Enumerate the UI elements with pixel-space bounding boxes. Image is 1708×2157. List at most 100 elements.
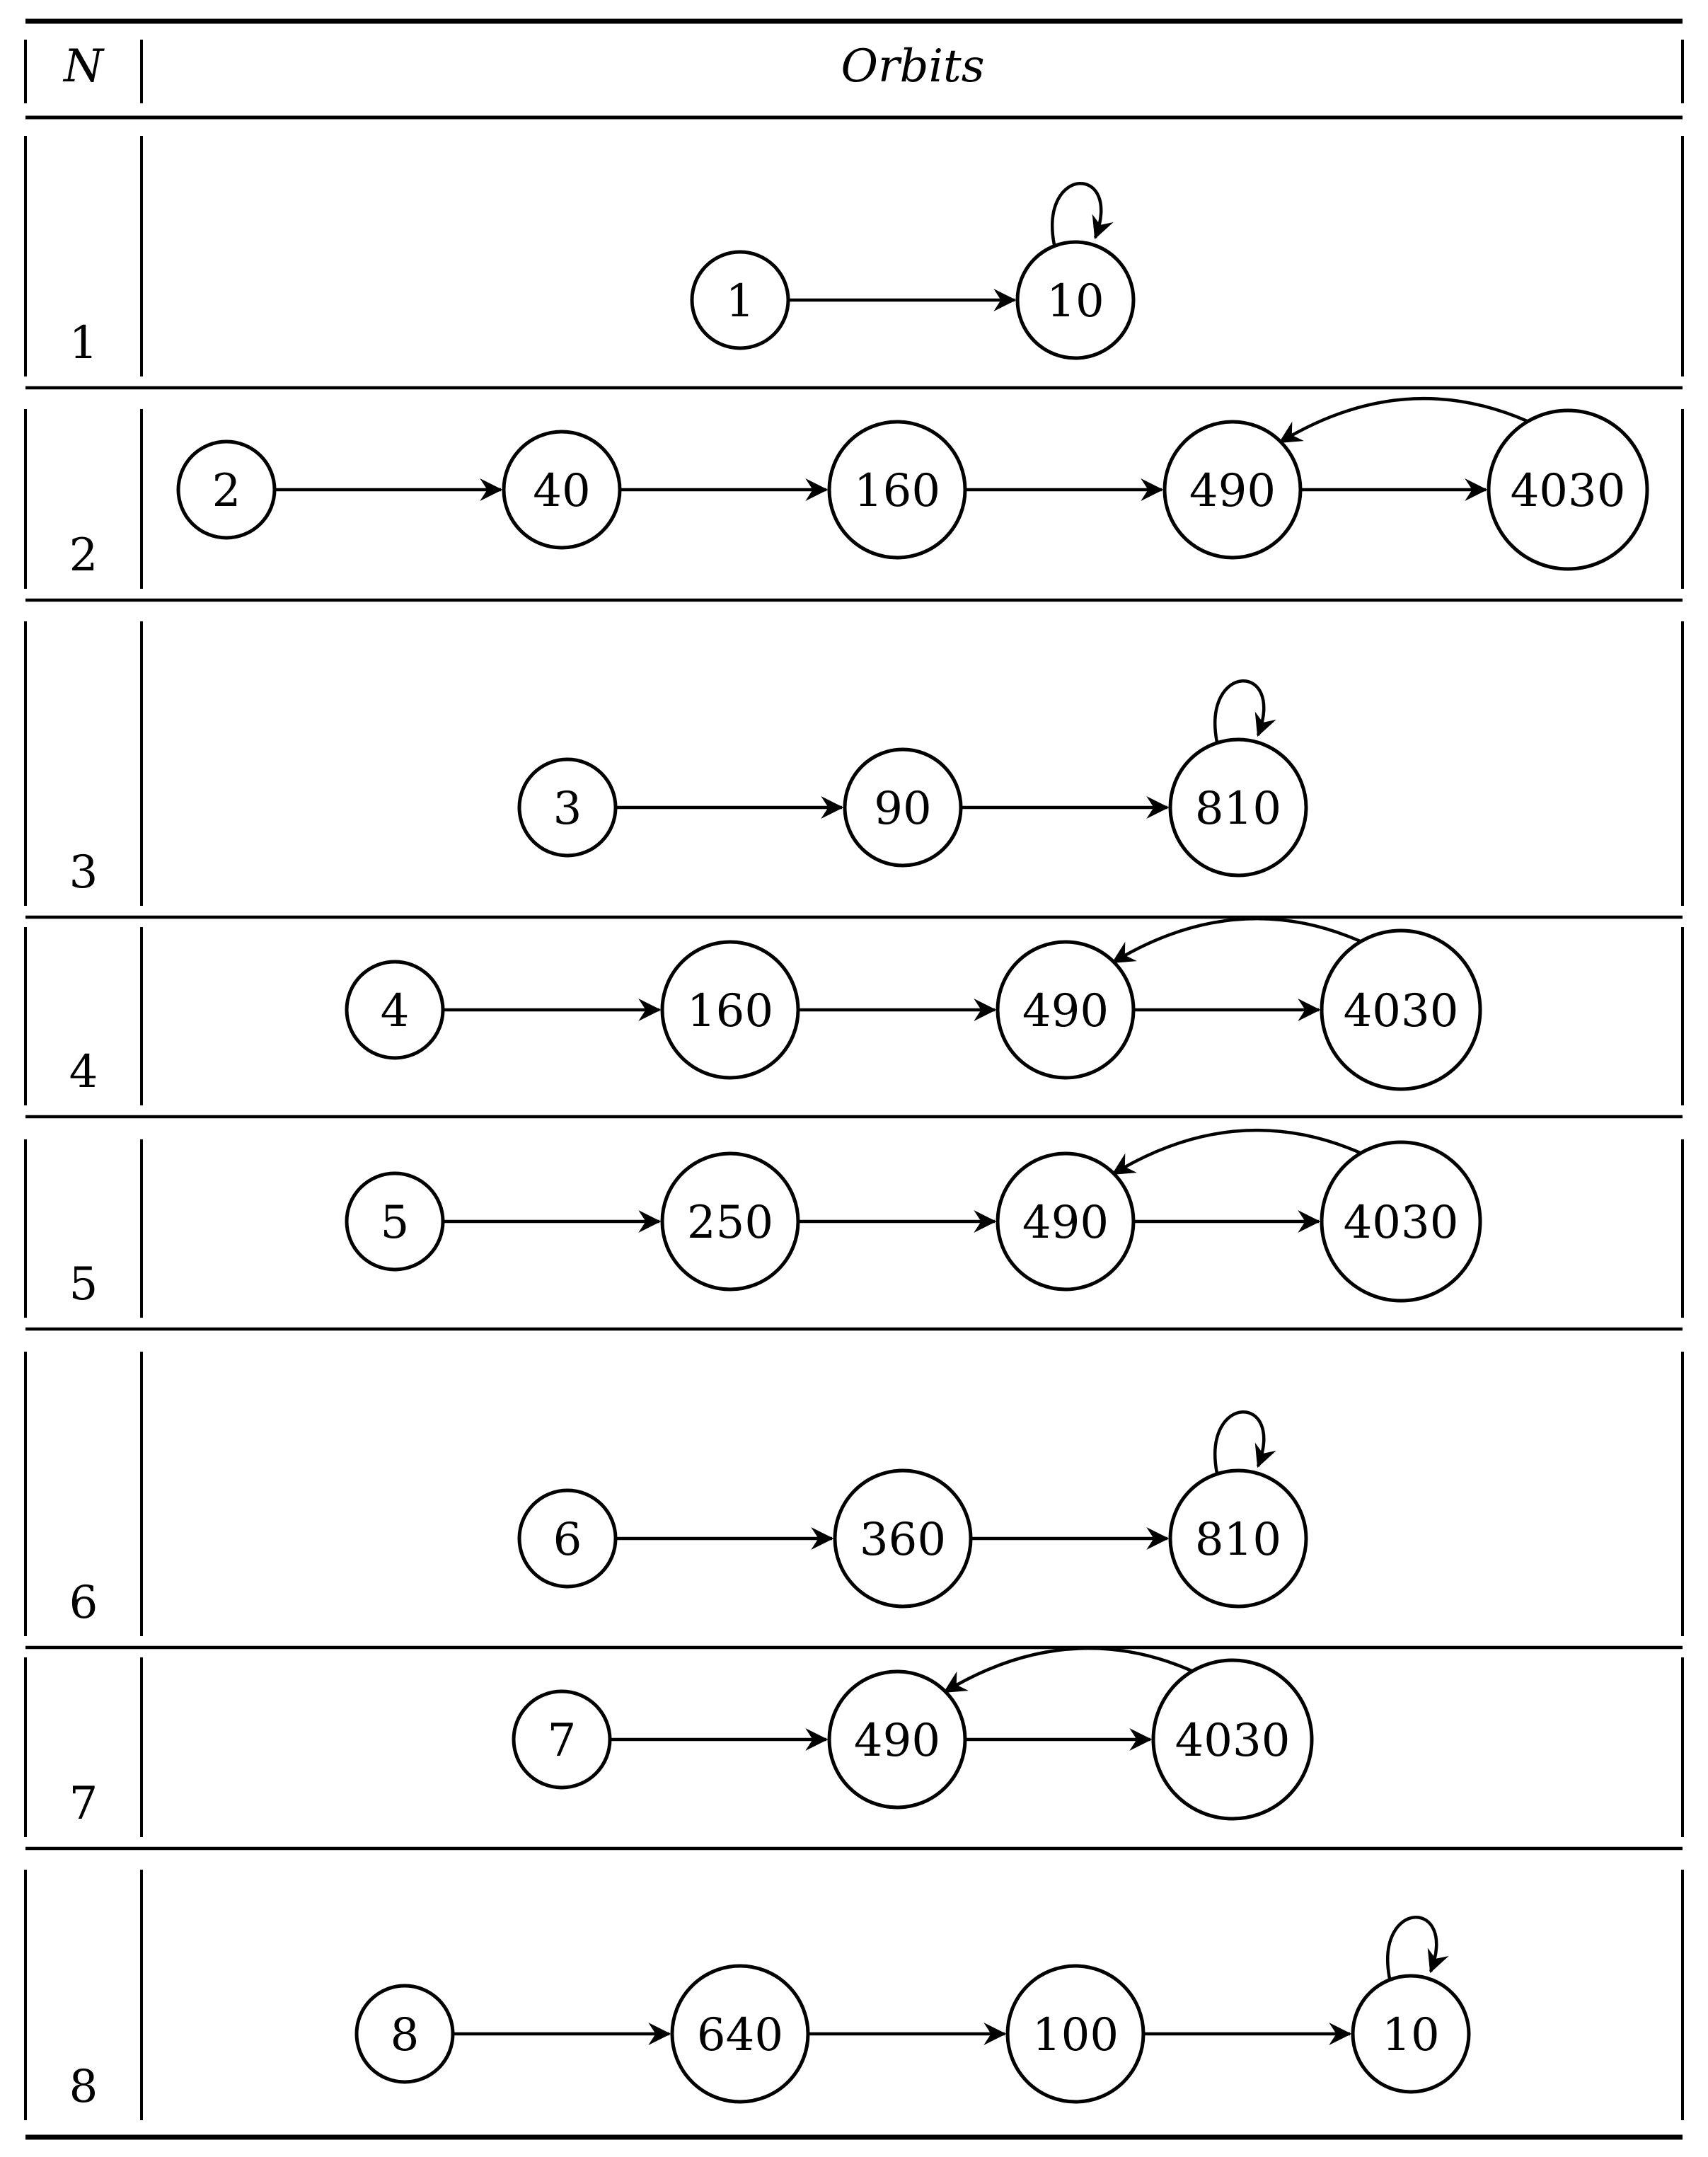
node-circle: [517, 1488, 618, 1589]
node-label: 4: [381, 985, 410, 1037]
orbit-node: 810: [1168, 1468, 1308, 1609]
node-circle: [354, 1984, 455, 2084]
node-label: 8: [391, 2009, 420, 2061]
orbit-node: 250: [660, 1151, 800, 1292]
row-n-label: 2: [69, 529, 98, 582]
orbit-node: 2: [176, 439, 277, 540]
row-n-label: 4: [69, 1046, 98, 1098]
orbit-node: 4030: [1320, 928, 1482, 1091]
orbit-node: 8: [354, 1984, 455, 2084]
node-label: 7: [548, 1715, 577, 1767]
node-label: 10: [1046, 275, 1104, 328]
orbit-node: 5: [345, 1171, 445, 1272]
node-circle: [1151, 1658, 1314, 1821]
row-n-label: 3: [69, 846, 98, 899]
self-loop-edge: [1213, 1410, 1276, 1474]
node-label: 490: [1189, 465, 1276, 517]
orbit-node: 360: [833, 1468, 973, 1609]
self-loop-edge: [1213, 679, 1276, 743]
orbit-node: 4: [345, 960, 445, 1060]
orbit-node: 6: [517, 1488, 618, 1589]
orbit-node: 4030: [1320, 1140, 1482, 1303]
orbit-node: 4030: [1151, 1658, 1314, 1821]
orbit-node: 490: [1162, 420, 1303, 560]
orbit-node: 490: [996, 1151, 1136, 1292]
cycle-back-edge: [1112, 916, 1362, 964]
node-circle: [345, 1171, 445, 1272]
orbit-node: 640: [670, 1964, 810, 2104]
node-label: 160: [687, 985, 773, 1037]
orbit-row: 1 1 10: [69, 182, 1136, 369]
orbit-node: 40: [502, 430, 622, 550]
node-circle: [996, 1151, 1136, 1292]
node-label: 160: [854, 465, 940, 517]
node-circle: [660, 1151, 800, 1292]
row-n-label: 7: [69, 1778, 98, 1830]
node-circle: [1351, 1974, 1471, 2094]
orbit-node: 490: [827, 1669, 967, 1810]
orbit-node: 7: [512, 1689, 612, 1790]
orbit-row: 5 5 250 490 4030: [69, 1128, 1482, 1311]
node-circle: [1168, 1468, 1308, 1609]
node-label: 490: [854, 1715, 940, 1767]
node-circle: [660, 940, 800, 1080]
orbit-node: 810: [1168, 737, 1308, 878]
node-label: 10: [1382, 2009, 1439, 2061]
orbit-node: 10: [1015, 240, 1136, 360]
node-circle: [1162, 420, 1303, 560]
orbit-row: 6 6 360 810: [69, 1410, 1308, 1629]
node-circle: [1168, 737, 1308, 878]
orbit-node: 490: [996, 940, 1136, 1080]
node-circle: [1320, 1140, 1482, 1303]
row-n-label: 5: [69, 1258, 98, 1311]
node-label: 810: [1195, 783, 1281, 835]
node-label: 4030: [1344, 985, 1459, 1037]
row-n-label: 8: [69, 2061, 98, 2113]
orbit-row: 2 2 40 160 490 4030: [69, 396, 1649, 582]
node-label: 250: [687, 1197, 773, 1249]
cycle-back-edge: [943, 1646, 1194, 1693]
node-circle: [670, 1964, 810, 2104]
node-label: 6: [553, 1514, 582, 1566]
node-circle: [176, 439, 277, 540]
header-n: N: [62, 40, 105, 93]
node-circle: [512, 1689, 612, 1790]
row-n-label: 1: [69, 317, 98, 369]
orbit-row: 7 7 490 4030: [69, 1646, 1314, 1830]
orbit-row: 4 4 160 490 4030: [69, 916, 1482, 1098]
node-circle: [1005, 1964, 1146, 2104]
header-orbits: Orbits: [841, 40, 984, 93]
node-circle: [345, 960, 445, 1060]
node-circle: [1320, 928, 1482, 1091]
node-circle: [827, 1669, 967, 1810]
cycle-back-edge: [1112, 1128, 1362, 1175]
row-n-label: 6: [69, 1577, 98, 1629]
node-circle: [996, 940, 1136, 1080]
self-loop-edge: [1051, 182, 1114, 246]
node-label: 1: [726, 275, 755, 328]
node-circle: [833, 1468, 973, 1609]
node-circle: [827, 420, 967, 560]
orbit-node: 10: [1351, 1974, 1471, 2094]
node-label: 640: [697, 2009, 783, 2061]
node-label: 810: [1195, 1514, 1281, 1566]
orbit-node: 3: [517, 757, 618, 858]
orbit-row: 8 8 640 100 10: [69, 1916, 1471, 2113]
orbit-node: 100: [1005, 1964, 1146, 2104]
node-label: 4030: [1344, 1197, 1459, 1249]
node-label: 360: [860, 1514, 946, 1566]
orbit-node: 4030: [1487, 408, 1649, 571]
node-label: 5: [381, 1197, 410, 1249]
node-label: 490: [1022, 985, 1109, 1037]
node-label: 3: [553, 783, 582, 835]
node-circle: [843, 747, 963, 868]
node-circle: [690, 250, 790, 350]
node-label: 100: [1032, 2009, 1119, 2061]
node-label: 2: [212, 465, 241, 517]
node-circle: [1015, 240, 1136, 360]
node-circle: [517, 757, 618, 858]
node-label: 40: [533, 465, 590, 517]
